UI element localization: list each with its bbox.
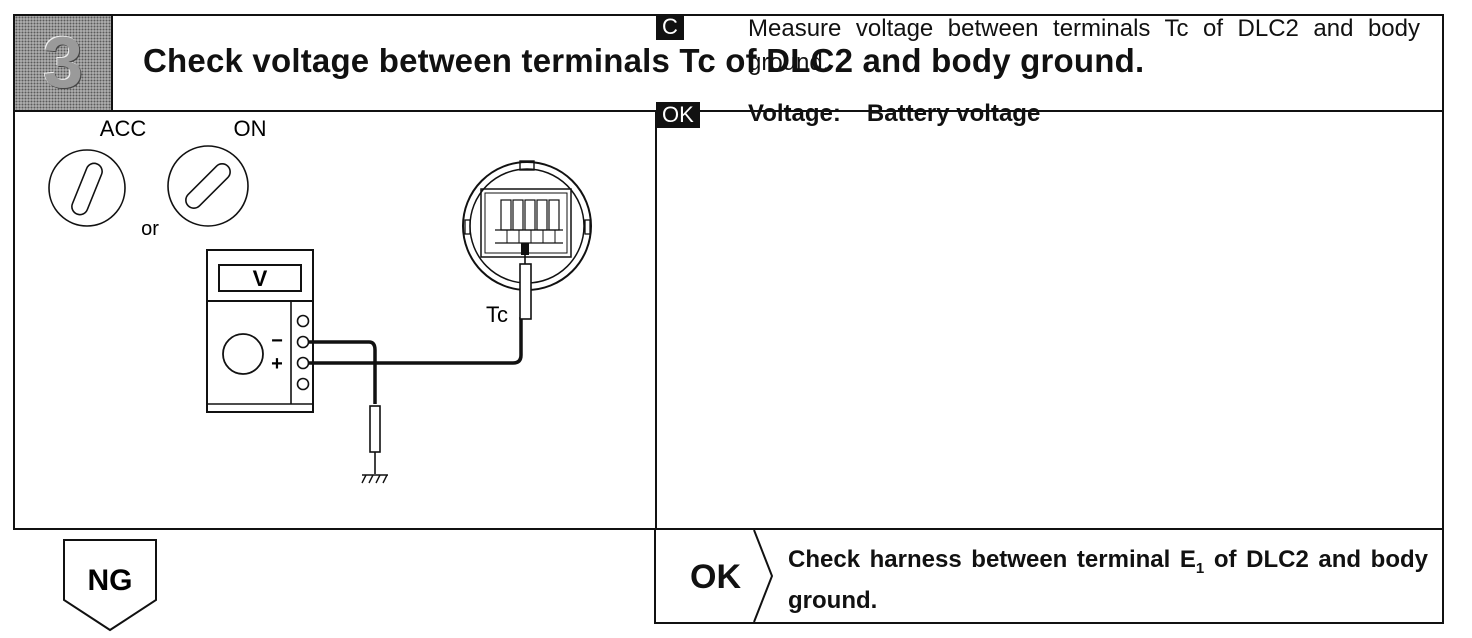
- meter-label: V: [253, 266, 268, 291]
- step-body: ACC ON or V − +: [13, 110, 1444, 530]
- step-header: 3 Check voltage between terminals Tc of …: [13, 14, 1444, 112]
- c-tag-badge: C: [656, 14, 684, 40]
- ok-action-subscript: 1: [1195, 559, 1205, 577]
- on-label: ON: [234, 116, 267, 141]
- ng-result-badge: NG: [63, 539, 157, 632]
- ground-probe-icon: [369, 405, 381, 474]
- ng-label: NG: [88, 564, 133, 597]
- measure-instruction: Measure voltage between terminals Tc of …: [748, 15, 1420, 76]
- ok-action-prefix: Check harness between terminal E: [788, 546, 1196, 573]
- acc-label: ACC: [100, 116, 147, 141]
- voltage-spec: Voltage: Battery voltage: [748, 100, 1040, 128]
- minus-label: −: [271, 330, 283, 352]
- page-title: Check voltage between terminals Tc of DL…: [143, 42, 1145, 79]
- or-label: or: [141, 218, 159, 240]
- negative-lead: [308, 340, 377, 404]
- ok-result-label: OK: [690, 558, 741, 596]
- ok-result-box: OK Check harness between terminal E1 of …: [654, 528, 1444, 624]
- tc-terminal-label: Tc: [486, 302, 508, 327]
- step-number: 3: [42, 23, 84, 103]
- ignition-switch-on-icon: [167, 145, 249, 227]
- column-divider: [655, 112, 657, 528]
- wiring-diagram: ACC ON or V − +: [48, 116, 592, 484]
- ground-symbol-icon: [361, 474, 388, 484]
- plus-label: +: [271, 353, 283, 375]
- voltage-label: Voltage:: [748, 100, 841, 127]
- chevron-right-icon: [753, 530, 774, 622]
- ignition-switch-acc-icon: [48, 149, 126, 227]
- ok-action-suffix: of DLC2 and body ground.: [788, 546, 1428, 614]
- ok-action-text: Check harness between terminal E1 of DLC…: [788, 544, 1428, 617]
- voltmeter-icon: [206, 249, 314, 413]
- step-number-badge: 3: [15, 16, 113, 110]
- voltage-value: Battery voltage: [866, 100, 1041, 127]
- positive-lead: [308, 317, 523, 365]
- tc-probe-icon: [519, 243, 532, 320]
- ok-tag-badge: OK: [656, 102, 700, 128]
